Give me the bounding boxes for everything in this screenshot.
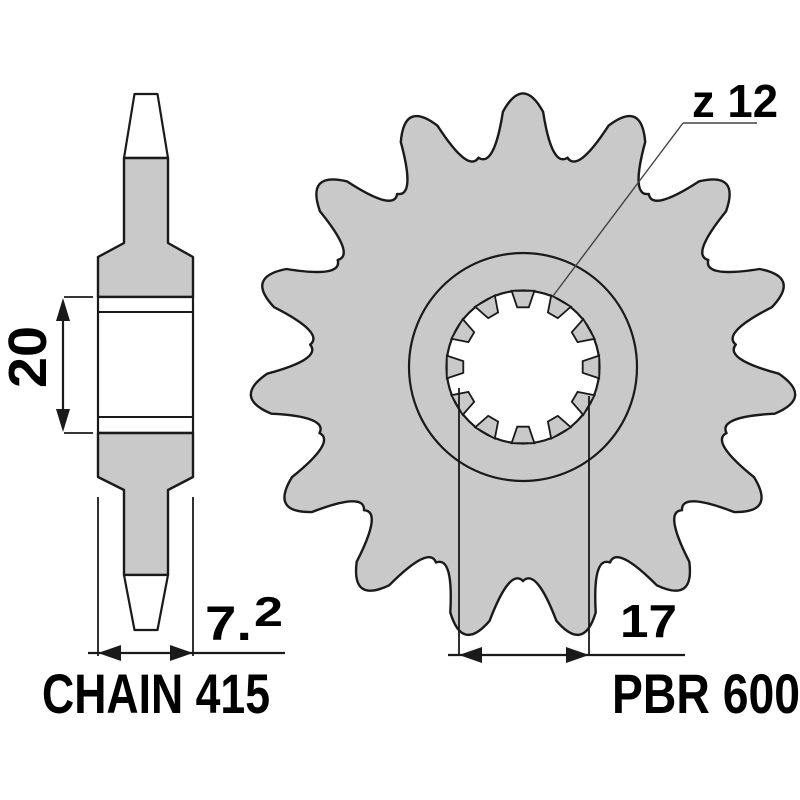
arrowhead-left-icon [98, 645, 121, 661]
dimension-tooth-width: 7. 2 [88, 497, 285, 661]
side-view-lower-body [96, 431, 195, 577]
front-view [249, 92, 797, 637]
teeth-annotation: z 12 [552, 75, 778, 297]
dimension-bore: 17 [448, 388, 685, 663]
chain-label: CHAIN 415 [42, 662, 270, 725]
arrowhead-right-icon [566, 647, 589, 663]
side-view-upper-body [96, 156, 195, 299]
arrowhead-up-icon [56, 298, 70, 321]
side-view-tooth-band [96, 295, 195, 435]
arrowhead-left-icon [459, 647, 482, 663]
side-view-top-tip [122, 92, 170, 160]
bore-diameter-value: 17 [620, 595, 677, 647]
spline-bore [445, 289, 601, 445]
hub-circle [407, 251, 639, 483]
teeth-count-label: z 12 [692, 75, 778, 127]
hub-length-value: 20 [0, 326, 58, 388]
arrowhead-down-icon [56, 409, 70, 432]
spline-teeth [445, 289, 601, 445]
model-label: PBR 600 [612, 662, 800, 725]
dimension-hub-length: 20 [0, 296, 93, 434]
tooth-width-value: 7. [205, 598, 252, 651]
side-view [96, 92, 195, 632]
arrowhead-right-icon [170, 645, 193, 661]
side-view-bottom-tip [122, 573, 170, 632]
tooth-width-value-sup: 2 [254, 588, 283, 635]
leader-line [552, 122, 684, 297]
